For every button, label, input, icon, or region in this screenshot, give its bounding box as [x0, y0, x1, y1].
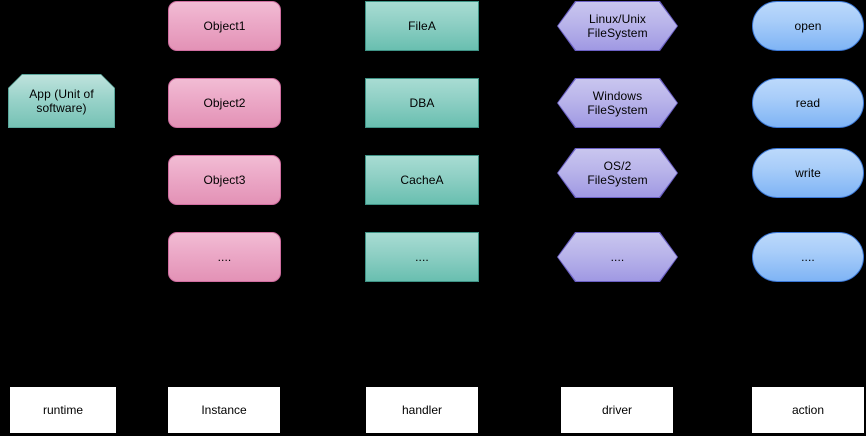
- node-filea[interactable]: FileA: [365, 1, 479, 51]
- node-dba-label: DBA: [409, 96, 435, 110]
- footer-label-action-text: action: [791, 403, 825, 417]
- node-os2-filesystem-label: OS/2 FileSystem: [587, 159, 648, 187]
- node-cachea-label: CacheA: [400, 173, 444, 187]
- node-windows-filesystem-fill: [558, 79, 677, 127]
- node-windows-filesystem[interactable]: Windows FileSystem: [557, 78, 678, 128]
- node-driver-ellipsis-label: ....: [610, 250, 625, 264]
- node-open-label: open: [794, 19, 822, 33]
- node-windows-filesystem-label-wrap: Windows FileSystem: [557, 78, 678, 128]
- node-app-label-wrap: App (Unit of software): [8, 74, 115, 128]
- node-object2-label: Object2: [203, 96, 246, 110]
- node-os2-filesystem[interactable]: OS/2 FileSystem: [557, 148, 678, 198]
- footer-label-handler[interactable]: handler: [365, 386, 479, 434]
- node-app-label: App (Unit of software): [29, 87, 94, 115]
- node-object1[interactable]: Object1: [168, 1, 281, 51]
- node-dba[interactable]: DBA: [365, 78, 479, 128]
- node-object-ellipsis-label: ....: [217, 250, 232, 264]
- node-windows-filesystem-label: Windows FileSystem: [587, 89, 648, 117]
- footer-label-action[interactable]: action: [751, 386, 865, 434]
- node-linux-unix-filesystem-label-wrap: Linux/Unix FileSystem: [557, 1, 678, 51]
- node-read[interactable]: read: [752, 78, 864, 128]
- node-driver-ellipsis[interactable]: ....: [557, 232, 678, 282]
- node-open[interactable]: open: [752, 1, 864, 51]
- node-object-ellipsis[interactable]: ....: [168, 232, 281, 282]
- node-linux-unix-filesystem[interactable]: Linux/Unix FileSystem: [557, 1, 678, 51]
- footer-label-instance-text: Instance: [201, 403, 247, 417]
- node-cachea[interactable]: CacheA: [365, 155, 479, 205]
- footer-label-driver-text: driver: [601, 403, 632, 417]
- node-write-label: write: [795, 166, 821, 180]
- node-write[interactable]: write: [752, 148, 864, 198]
- node-handler-ellipsis[interactable]: ....: [365, 232, 479, 282]
- node-object1-label: Object1: [203, 19, 246, 33]
- footer-label-instance[interactable]: Instance: [167, 386, 281, 434]
- node-driver-ellipsis-fill: [558, 233, 677, 281]
- node-driver-ellipsis-label-wrap: ....: [557, 232, 678, 282]
- node-action-ellipsis-label: ....: [801, 250, 815, 264]
- node-object3[interactable]: Object3: [168, 155, 281, 205]
- node-app-fill: [9, 75, 114, 127]
- node-linux-unix-filesystem-fill: [558, 2, 677, 50]
- footer-label-runtime-text: runtime: [42, 403, 83, 417]
- node-app-unit-of-software[interactable]: App (Unit of software): [8, 74, 115, 128]
- node-object2[interactable]: Object2: [168, 78, 281, 128]
- node-os2-filesystem-fill: [558, 149, 677, 197]
- node-filea-label: FileA: [408, 19, 436, 33]
- node-os2-filesystem-label-wrap: OS/2 FileSystem: [557, 148, 678, 198]
- node-action-ellipsis[interactable]: ....: [752, 232, 864, 282]
- node-object3-label: Object3: [203, 173, 246, 187]
- footer-label-runtime[interactable]: runtime: [9, 386, 117, 434]
- node-read-label: read: [795, 96, 821, 110]
- footer-label-handler-text: handler: [401, 403, 443, 417]
- node-handler-ellipsis-label: ....: [415, 250, 429, 264]
- node-linux-unix-filesystem-label: Linux/Unix FileSystem: [587, 12, 648, 40]
- footer-label-driver[interactable]: driver: [560, 386, 674, 434]
